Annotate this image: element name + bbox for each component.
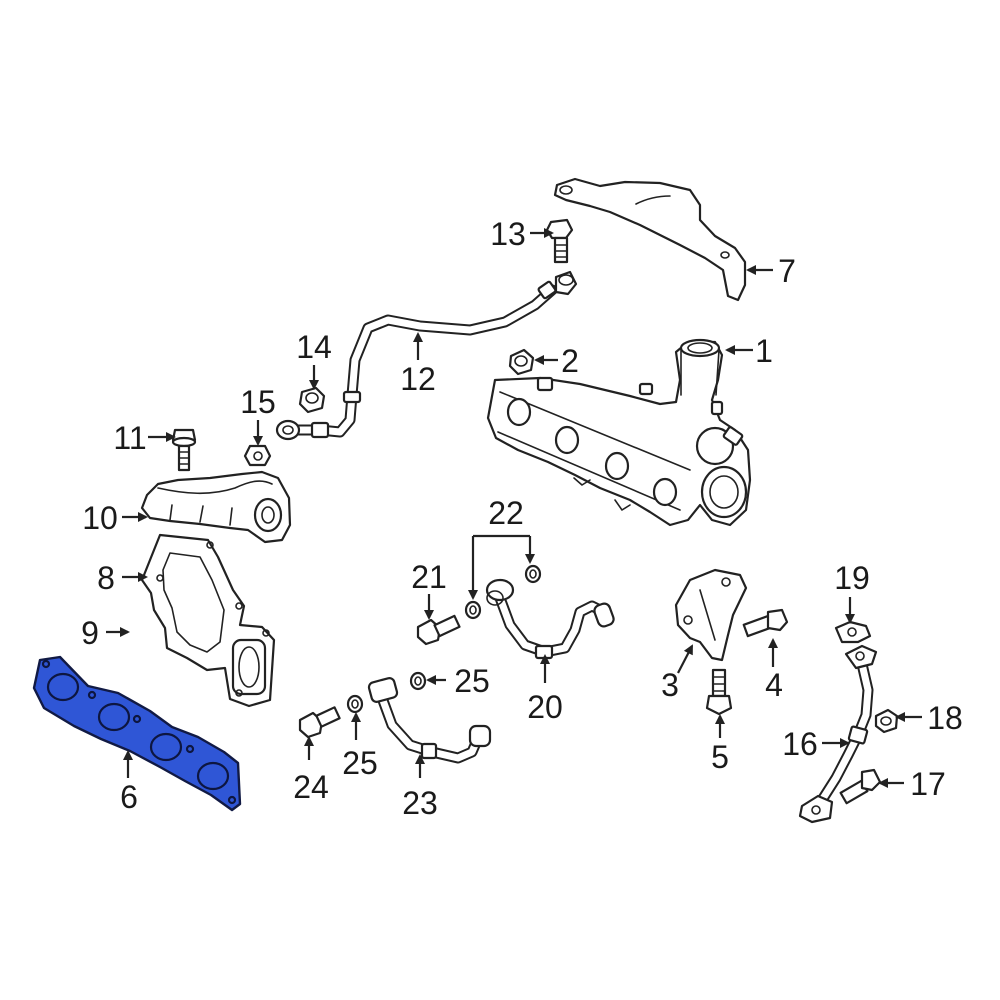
nut-18[interactable] bbox=[874, 708, 899, 734]
callout-20: 20 bbox=[527, 689, 563, 725]
washer-25-lower[interactable] bbox=[346, 694, 364, 714]
callout-11: 11 bbox=[113, 420, 146, 456]
gasket-15[interactable] bbox=[243, 444, 272, 467]
callout-22: 22 bbox=[488, 495, 524, 531]
bolt-4[interactable] bbox=[742, 608, 789, 638]
callout-4: 4 bbox=[765, 667, 783, 703]
turbo-gasket-plate[interactable] bbox=[140, 533, 276, 708]
bolt-17[interactable] bbox=[839, 768, 882, 805]
bracket-3[interactable] bbox=[674, 568, 748, 662]
heat-shield[interactable] bbox=[140, 470, 292, 544]
callout-10: 10 bbox=[82, 500, 118, 536]
turbocharger-manifold[interactable] bbox=[486, 338, 752, 527]
callout-2: 2 bbox=[561, 343, 579, 379]
bolt-5[interactable] bbox=[705, 668, 733, 716]
callout-6: 6 bbox=[120, 779, 138, 815]
callout-25-upper: 25 bbox=[454, 663, 490, 699]
callout-5: 5 bbox=[711, 739, 729, 775]
bolt-13[interactable] bbox=[545, 218, 574, 264]
callout-13: 13 bbox=[490, 216, 526, 252]
washer-25-upper[interactable] bbox=[409, 671, 427, 691]
callout-14: 14 bbox=[296, 329, 332, 365]
callout-8: 8 bbox=[97, 560, 115, 596]
washer-22-right[interactable] bbox=[524, 564, 542, 584]
callout-3: 3 bbox=[661, 667, 679, 703]
gasket-19[interactable] bbox=[834, 620, 872, 644]
callout-12: 12 bbox=[400, 361, 436, 397]
banjo-bolt-21[interactable] bbox=[416, 614, 461, 646]
oil-return-pipe[interactable] bbox=[485, 578, 615, 660]
callout-25-lower: 25 bbox=[342, 745, 378, 781]
oil-feed-pipe[interactable] bbox=[275, 270, 578, 441]
washer-22-left[interactable] bbox=[464, 600, 482, 620]
exhaust-manifold-gasket[interactable] bbox=[32, 655, 242, 812]
callout-16: 16 bbox=[782, 726, 818, 762]
callout-labels: 1 2 3 4 5 6 7 8 9 10 11 12 13 14 15 16 1… bbox=[81, 216, 963, 821]
callout-7: 7 bbox=[778, 253, 796, 289]
callout-21: 21 bbox=[411, 559, 447, 595]
bolt-24[interactable] bbox=[298, 706, 341, 739]
callout-19: 19 bbox=[834, 560, 870, 596]
bolt-11[interactable] bbox=[171, 428, 197, 472]
oil-pipe-23[interactable] bbox=[367, 676, 492, 764]
leader-lines bbox=[106, 228, 922, 788]
nut-2[interactable] bbox=[508, 348, 535, 376]
callout-15: 15 bbox=[240, 384, 276, 420]
bracket-7[interactable] bbox=[553, 177, 747, 302]
callout-24: 24 bbox=[293, 769, 329, 805]
callout-18: 18 bbox=[927, 700, 963, 736]
callout-23: 23 bbox=[402, 785, 438, 821]
callout-1: 1 bbox=[755, 333, 773, 369]
nut-14[interactable] bbox=[298, 386, 326, 414]
callout-9: 9 bbox=[81, 615, 99, 651]
callout-17: 17 bbox=[910, 766, 946, 802]
water-pipe-16[interactable] bbox=[798, 644, 878, 824]
